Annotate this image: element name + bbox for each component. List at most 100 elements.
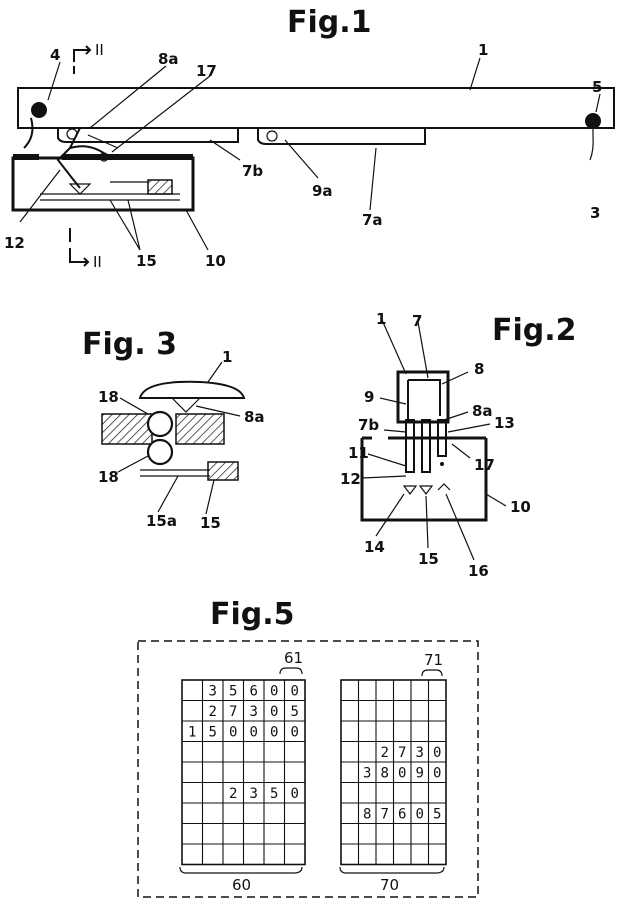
fig2-label-10: 10 <box>510 498 531 516</box>
grid-60-digit: 5 <box>209 724 217 740</box>
grid-60-digit: 0 <box>229 724 237 740</box>
grid-60-digit: 1 <box>188 724 196 740</box>
fig2-box-10 <box>360 438 488 522</box>
fig3-block-left <box>101 413 153 445</box>
fig2-label-7b: 7b <box>358 416 379 434</box>
fig3-label-15a: 15a <box>146 512 177 530</box>
fig3-label-18-top: 18 <box>98 388 119 406</box>
fig1-label-3: 3 <box>590 204 600 222</box>
fig2-label-12: 12 <box>340 470 361 488</box>
slider-15 <box>40 193 180 201</box>
fig5-label-60: 60 <box>232 876 251 894</box>
grid-70-digit: 0 <box>398 765 406 781</box>
grid-60-digit: 0 <box>270 704 278 720</box>
fig2-rod-7b <box>405 419 415 473</box>
grid-60-digit: 0 <box>270 683 278 699</box>
fig1-label-9a: 9a <box>312 182 333 200</box>
grid-70-digit: 2 <box>381 745 389 761</box>
fig3-title: Fig. 3 <box>82 327 177 362</box>
grid-70-digit: 7 <box>381 806 389 822</box>
grid-60-digit: 2 <box>209 704 217 720</box>
figure-3: Fig. 3 1 8a 18 18 15a 15 <box>82 327 265 532</box>
fig2-title: Fig.2 <box>492 313 577 348</box>
grid-60-digit: 3 <box>209 683 217 699</box>
grid-60-digit: 3 <box>250 704 258 720</box>
fig2-label-15: 15 <box>418 550 439 568</box>
fig5-label-71: 71 <box>424 651 443 669</box>
grid-70-digit: 9 <box>416 765 424 781</box>
fig3-label-15: 15 <box>200 514 221 532</box>
support-3 <box>585 113 601 129</box>
bar-1 <box>17 87 615 129</box>
fig1-label-8a: 8a <box>158 50 179 68</box>
fig1-label-17: 17 <box>196 62 217 80</box>
grid-60-digit: 2 <box>229 786 237 802</box>
grid-60-digit: 3 <box>250 786 258 802</box>
grid-60-digit: 0 <box>270 724 278 740</box>
brace-61 <box>279 667 303 675</box>
grid-60-digit: 0 <box>291 786 299 802</box>
fig2-label-8: 8 <box>474 360 484 378</box>
fig2-label-8a: 8a <box>472 402 493 420</box>
grid-60-digit: 0 <box>291 724 299 740</box>
rail-7b <box>57 128 239 143</box>
fig3-label-18-bottom: 18 <box>98 468 119 486</box>
fig3-block-15 <box>207 461 239 481</box>
grid-60-digit: 0 <box>250 724 258 740</box>
grid-70-digit: 8 <box>363 806 371 822</box>
contact-16 <box>437 483 451 491</box>
fig3-label-8a: 8a <box>244 408 265 426</box>
fig2-rod-7 <box>421 419 431 473</box>
grid-60-digit: 5 <box>270 786 278 802</box>
roller-9a <box>266 130 278 142</box>
grid-70-digit: 7 <box>398 745 406 761</box>
fig2-label-9: 9 <box>364 388 374 406</box>
brace-71 <box>421 669 443 677</box>
fig1-label-7b: 7b <box>242 162 263 180</box>
grid-60-digit: 5 <box>291 704 299 720</box>
fig2-label-11: 11 <box>348 444 369 462</box>
fig1-label-10: 10 <box>205 252 226 270</box>
fig3-label-1: 1 <box>222 348 232 366</box>
contact-15 <box>418 485 434 495</box>
fig3-slider <box>140 469 210 477</box>
grid-60-digit: 6 <box>250 683 258 699</box>
brace-60 <box>179 866 303 874</box>
block-15 <box>147 179 173 195</box>
support-4 <box>31 102 47 118</box>
fig5-title: Fig.5 <box>210 597 295 632</box>
grid-70-digit: 6 <box>398 806 406 822</box>
figure-1: Fig.1 II II <box>4 5 615 271</box>
contact-14 <box>402 485 418 495</box>
fig5-label-61: 61 <box>284 649 303 667</box>
fig2-label-1: 1 <box>376 310 386 328</box>
grid-70-digit: 0 <box>416 806 424 822</box>
leader-left <box>23 117 34 149</box>
fig5-dashed-frame <box>137 640 479 898</box>
grid-60-digit: 5 <box>229 683 237 699</box>
fig1-title: Fig.1 <box>287 5 372 40</box>
fig1-label-7a: 7a <box>362 211 383 229</box>
fig5-label-70: 70 <box>380 876 399 894</box>
brace-70 <box>339 866 445 874</box>
grid-70-digit: 3 <box>363 765 371 781</box>
fig3-part-1 <box>138 380 246 399</box>
rail-7a <box>257 128 426 145</box>
fig3-block-right <box>175 413 225 445</box>
fig2-label-16: 16 <box>468 562 489 580</box>
fig2-label-13: 13 <box>494 414 515 432</box>
fig1-label-5: 5 <box>592 78 602 96</box>
fig1-label-12: 12 <box>4 234 25 252</box>
section-marker-top <box>73 45 92 62</box>
grid-70-digit: 0 <box>433 745 441 761</box>
ball-18-top <box>146 410 174 438</box>
grid-60-digit: 7 <box>229 704 237 720</box>
grid-70-digit: 8 <box>381 765 389 781</box>
grid-70-digit: 3 <box>416 745 424 761</box>
fig2-label-17: 17 <box>474 456 495 474</box>
section-label-top: II <box>95 41 104 59</box>
figure-2: Fig.2 1 7 8 9 7b 8a <box>340 310 577 580</box>
